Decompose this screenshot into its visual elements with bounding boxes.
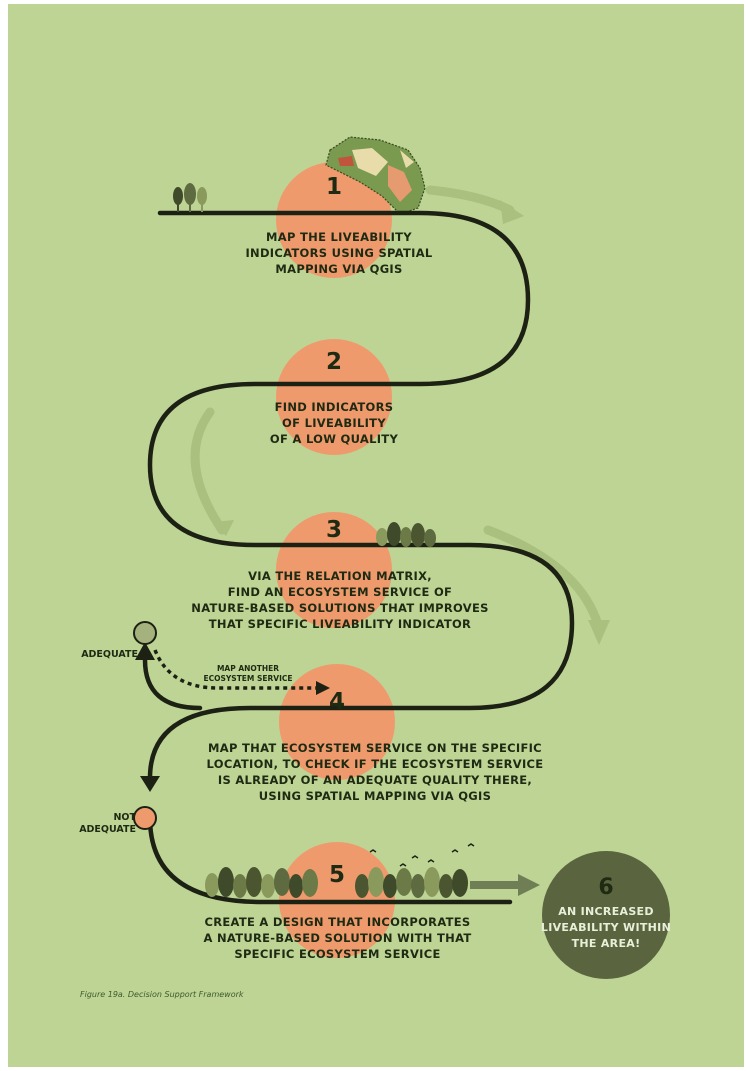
adequate-node [133, 621, 157, 645]
step-circle-3 [276, 512, 392, 628]
step-circle-1 [276, 162, 392, 278]
arrowhead-icon [500, 200, 524, 224]
light-arrow-3 [483, 525, 603, 630]
tree-group-start-icon [173, 183, 207, 212]
outcome-circle [542, 851, 670, 979]
not-adequate-node [133, 806, 157, 830]
tree-group-step3-icon [376, 522, 436, 547]
adequate-label: ADEQUATE [81, 649, 138, 660]
step-text-4: MAP THAT ECOSYSTEM SERVICE ON THE SPECIF… [206, 741, 544, 803]
step-text-2: FIND INDICATORS OF LIVEABILITY OF A LOW … [269, 400, 399, 446]
tree-icons [173, 183, 475, 898]
step-number-3: 3 [325, 517, 342, 543]
step-circle-2 [276, 339, 392, 455]
light-arrow-1 [425, 185, 515, 215]
step-number-1: 1 [325, 174, 342, 200]
step-number-4: 4 [328, 689, 345, 715]
step-text-5: CREATE A DESIGN THAT INCORPORATES A NATU… [203, 915, 472, 961]
figure-caption: Figure 19a. Decision Support Framework [80, 990, 244, 999]
light-arrow-2 [190, 407, 227, 535]
process-path-bottom [147, 815, 513, 905]
arrowhead-icon [588, 620, 610, 645]
arrowhead-down-icon [140, 776, 160, 792]
map-thumbnail-icon [325, 136, 426, 215]
step-text-1: MAP THE LIVEABILITY INDICATORS USING SPA… [245, 230, 433, 276]
step-number-5: 5 [328, 862, 345, 888]
step-text-3: VIA THE RELATION MATRIX, FIND AN ECOSYST… [191, 569, 489, 631]
outcome-arrow-shaft [470, 881, 522, 889]
adequate-branch [142, 657, 203, 711]
process-path [147, 210, 575, 781]
arrowhead-up-icon [135, 642, 155, 660]
forest-step5-icon [205, 867, 468, 898]
outcome-arrowhead-icon [518, 874, 540, 896]
step-number-2: 2 [325, 349, 342, 375]
birds-icon [369, 843, 475, 867]
not-adequate-label: NOT ADEQUATE [79, 812, 136, 835]
loop-dashed-arrow [153, 649, 318, 690]
map-another-label: MAP ANOTHER ECOSYSTEM SERVICE [203, 664, 293, 683]
step-circle-4 [279, 664, 395, 780]
flow-arrowheads-light [212, 200, 610, 645]
outcome-text: AN INCREASED LIVEABILITY WITHIN THE AREA… [540, 905, 672, 950]
outcome-number: 6 [598, 875, 614, 900]
step-circles [276, 162, 395, 958]
arrowhead-right-icon [316, 681, 330, 695]
arrowhead-icon [212, 520, 234, 536]
